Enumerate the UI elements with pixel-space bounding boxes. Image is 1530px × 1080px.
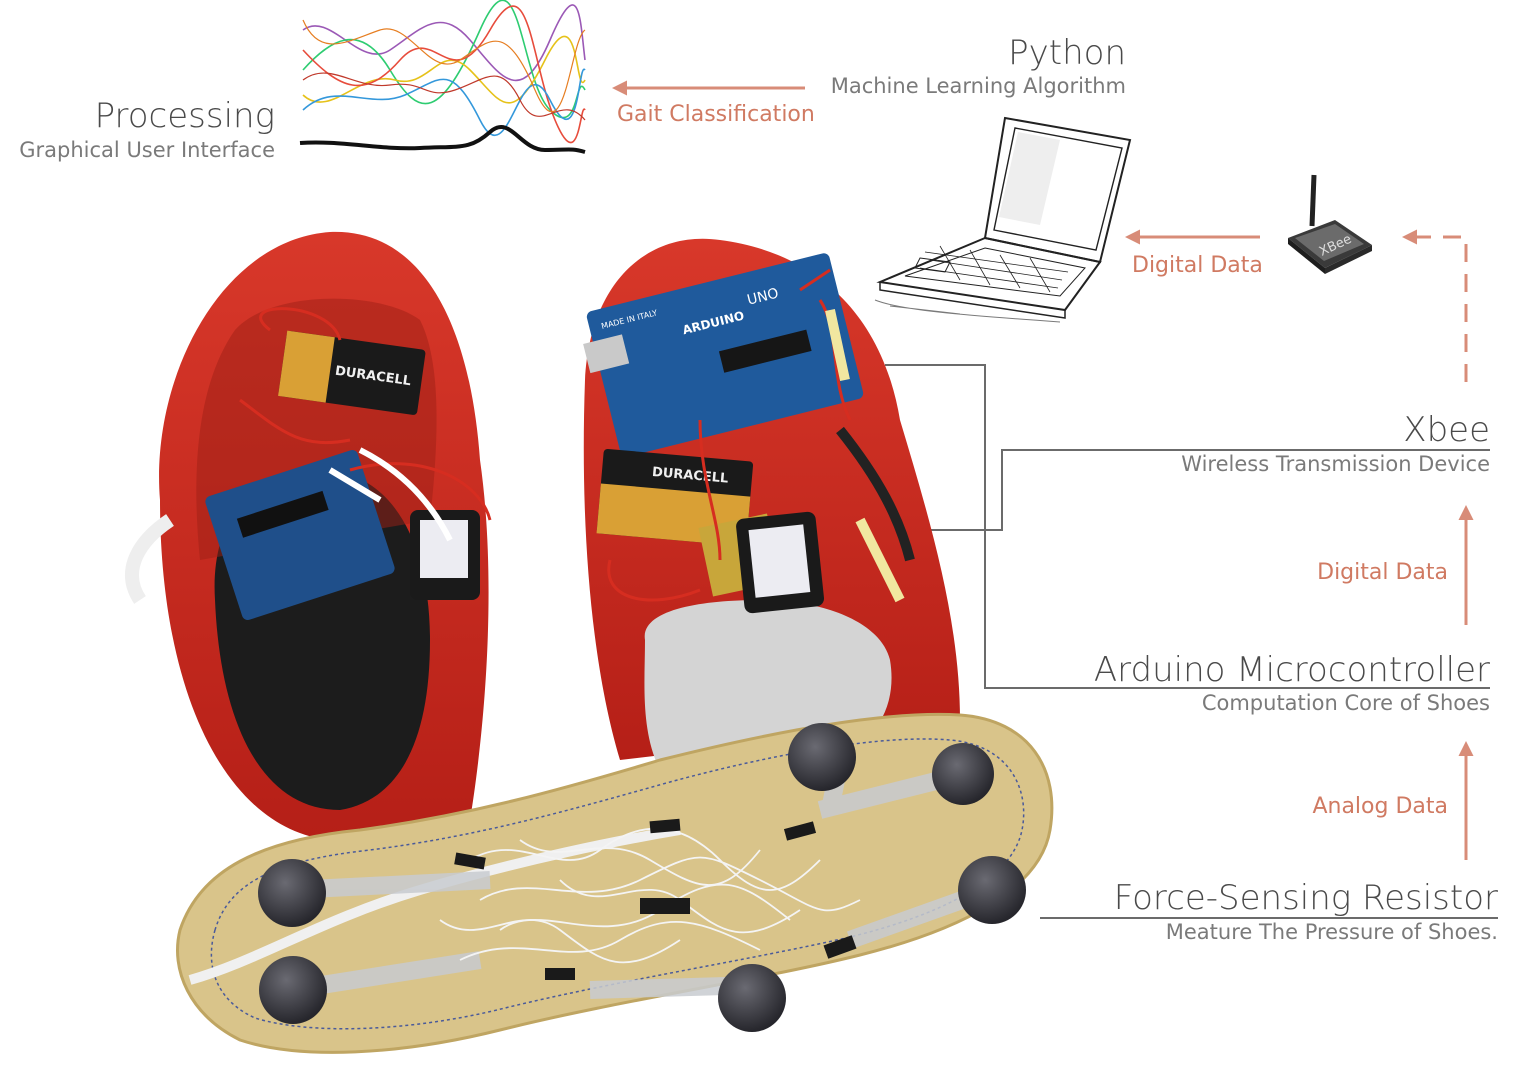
gait-classification-label: Gait Classification (617, 102, 815, 127)
processing-title: Processing (94, 96, 275, 136)
xbee-leader-line (912, 449, 1490, 531)
right-shoe-image: ARDUINO UNO MADE IN ITALY DURACELL (583, 238, 960, 770)
flow-arrows (612, 80, 1474, 860)
xbee-title: Xbee (1403, 410, 1490, 450)
right-battery-brand: DURACELL (651, 465, 728, 487)
processing-subtitle: Graphical User Interface (19, 138, 275, 162)
left-shoe-image: DURACELL (124, 231, 492, 840)
python-title: Python (1008, 33, 1126, 73)
fsr-title: Force-Sensing Resistor (1113, 878, 1498, 918)
arduino-subtitle: Computation Core of Shoes (1201, 691, 1490, 715)
analog-data-label: Analog Data (1312, 794, 1448, 819)
gui-waveform-plot (299, 0, 586, 154)
xbee-module-image: XBee (1288, 174, 1372, 274)
laptop-sketch (874, 116, 1132, 323)
digital-data-xbee-label: Digital Data (1317, 560, 1448, 585)
leader-lines (885, 364, 1498, 919)
right-arduino-board: ARDUINO UNO MADE IN ITALY (583, 253, 864, 457)
xbee-subtitle: Wireless Transmission Device (1181, 452, 1490, 476)
digital-data-laptop-label: Digital Data (1132, 253, 1263, 278)
fsr-subtitle: Meature The Pressure of Shoes. (1165, 920, 1498, 944)
right-board-model: UNO (746, 285, 781, 308)
xbee-wireless-arrow (1402, 229, 1468, 382)
arduino-leader-line (885, 364, 1490, 689)
fsr-sensor-pads (258, 723, 1026, 1032)
left-battery: DURACELL (278, 330, 426, 415)
insole-image (176, 712, 1054, 1054)
arduino-title: Arduino Microcontroller (1093, 650, 1490, 690)
python-subtitle: Machine Learning Algorithm (830, 74, 1126, 98)
